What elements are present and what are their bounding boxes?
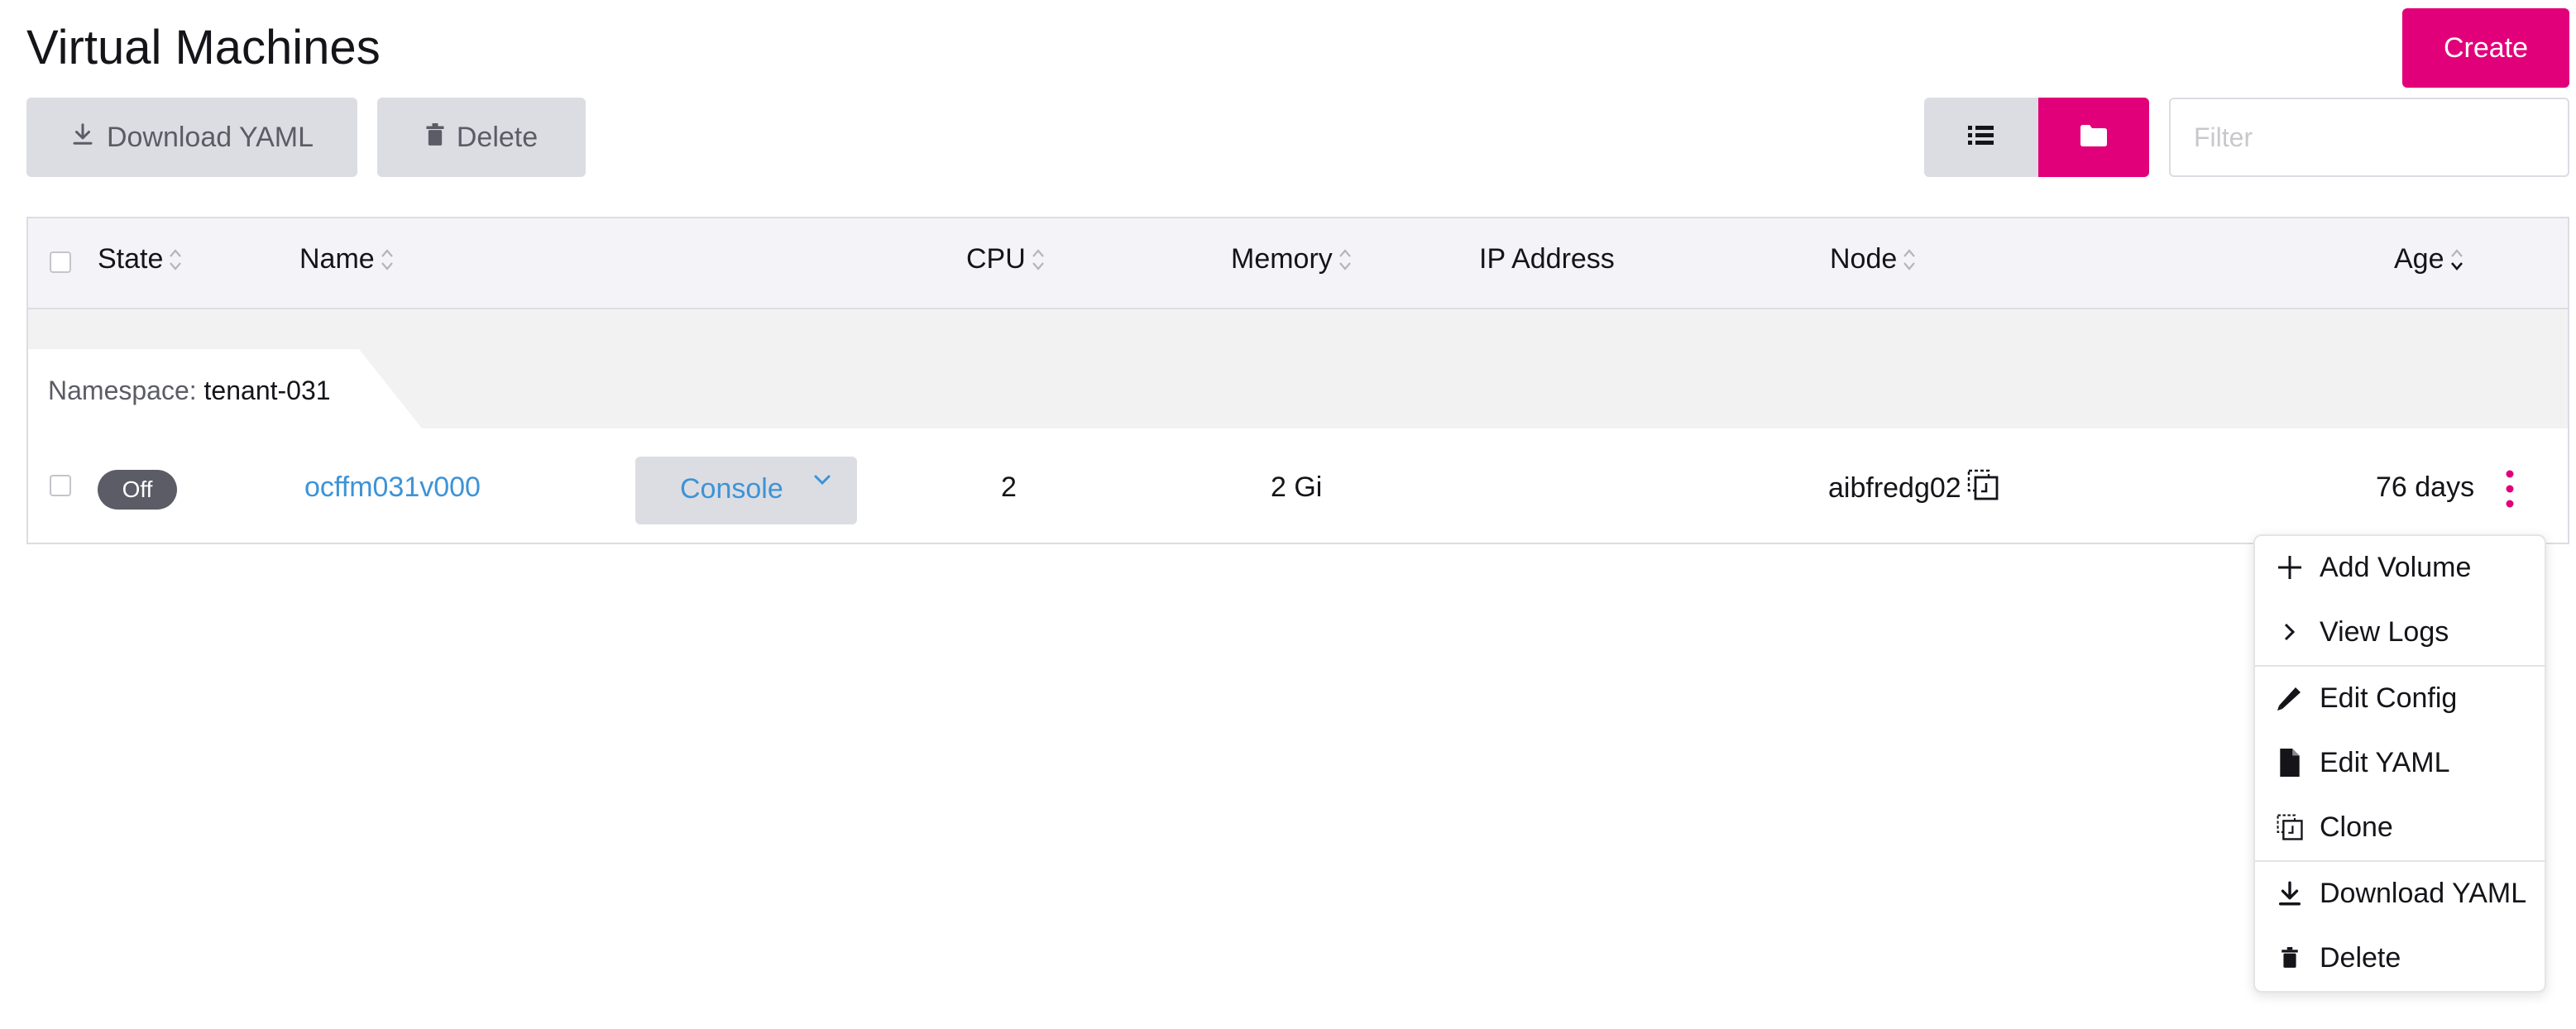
namespace-group-label: Namespace: tenant-031 bbox=[48, 376, 331, 406]
menu-item-download-yaml[interactable]: Download YAML bbox=[2275, 870, 2526, 917]
namespace-label: Namespace: bbox=[48, 376, 197, 405]
trash-icon bbox=[2275, 943, 2305, 973]
menu-item-view-logs[interactable]: View Logs bbox=[2275, 609, 2449, 655]
sort-icon bbox=[1903, 248, 1916, 270]
memory-value: 2 Gi bbox=[1271, 471, 1323, 503]
menu-item-label: Edit Config bbox=[2320, 682, 2458, 714]
menu-item-label: Download YAML bbox=[2320, 877, 2527, 909]
namespace-value: tenant-031 bbox=[203, 376, 331, 405]
list-icon bbox=[1968, 124, 1994, 151]
chevron-down-icon[interactable] bbox=[811, 467, 834, 499]
create-button[interactable]: Create bbox=[2402, 8, 2569, 88]
menu-item-label: Add Volume bbox=[2320, 551, 2472, 583]
folder-icon bbox=[2080, 124, 2107, 151]
delete-button[interactable]: Delete bbox=[377, 98, 586, 177]
table-header: State Name CPU Memory IP Address Node Ag… bbox=[28, 218, 2568, 309]
create-button-label: Create bbox=[2443, 31, 2529, 64]
menu-item-label: Clone bbox=[2320, 811, 2393, 843]
menu-divider bbox=[2255, 860, 2545, 862]
clone-icon bbox=[2275, 812, 2305, 842]
sort-desc-icon bbox=[2450, 248, 2463, 270]
file-icon bbox=[2275, 748, 2305, 778]
delete-label: Delete bbox=[456, 121, 539, 153]
column-header-node[interactable]: Node bbox=[1830, 243, 1917, 275]
list-view-toggle[interactable] bbox=[1924, 98, 2038, 177]
cpu-value: 2 bbox=[1001, 471, 1017, 503]
column-node-label: Node bbox=[1830, 243, 1898, 275]
console-button[interactable]: Console bbox=[635, 457, 857, 524]
column-header-name[interactable]: Name bbox=[299, 243, 395, 275]
console-label: Console bbox=[680, 473, 783, 505]
menu-item-edit-yaml[interactable]: Edit YAML bbox=[2275, 739, 2449, 786]
column-cpu-label: CPU bbox=[966, 243, 1026, 275]
column-header-cpu[interactable]: CPU bbox=[966, 243, 1046, 275]
page-title: Virtual Machines bbox=[26, 21, 381, 74]
namespace-group-band bbox=[28, 309, 2568, 428]
column-ip-label: IP Address bbox=[1479, 243, 1615, 275]
chevron-right-icon bbox=[2275, 617, 2305, 647]
menu-divider bbox=[2255, 665, 2545, 667]
menu-item-clone[interactable]: Clone bbox=[2275, 804, 2393, 850]
vm-table: State Name CPU Memory IP Address Node Ag… bbox=[26, 217, 2569, 544]
status-badge-label: Off bbox=[122, 476, 153, 502]
node-value: aibfredg02 bbox=[1828, 472, 1961, 504]
menu-item-label: View Logs bbox=[2320, 615, 2449, 648]
pencil-icon bbox=[2275, 683, 2305, 713]
table-row: Off ocffm031v000 Console 2 2 Gi aibfredg… bbox=[28, 430, 2568, 543]
row-actions-menu: Add Volume View Logs Edit Config Edit YA… bbox=[2253, 534, 2546, 993]
copy-icon[interactable] bbox=[1966, 468, 1999, 509]
download-yaml-button[interactable]: Download YAML bbox=[26, 98, 357, 177]
download-icon bbox=[70, 122, 95, 154]
status-badge: Off bbox=[98, 470, 177, 510]
menu-item-delete[interactable]: Delete bbox=[2275, 935, 2401, 981]
vm-name-link[interactable]: ocffm031v000 bbox=[304, 471, 481, 503]
plus-icon bbox=[2275, 553, 2305, 582]
column-state-label: State bbox=[98, 243, 164, 275]
sort-icon bbox=[1338, 248, 1351, 270]
column-header-age[interactable]: Age bbox=[2394, 243, 2464, 275]
sort-icon bbox=[170, 248, 182, 270]
column-header-memory[interactable]: Memory bbox=[1231, 243, 1353, 275]
column-header-state[interactable]: State bbox=[98, 243, 183, 275]
sort-icon bbox=[1032, 248, 1044, 270]
group-view-toggle[interactable] bbox=[2038, 98, 2149, 177]
node-cell: aibfredg02 bbox=[1828, 468, 1999, 509]
menu-item-label: Edit YAML bbox=[2320, 746, 2450, 778]
select-all-checkbox[interactable] bbox=[50, 251, 71, 273]
menu-item-label: Delete bbox=[2320, 941, 2401, 974]
download-yaml-label: Download YAML bbox=[106, 121, 314, 153]
menu-item-edit-config[interactable]: Edit Config bbox=[2275, 675, 2457, 721]
age-value: 76 days bbox=[2376, 471, 2475, 503]
column-name-label: Name bbox=[299, 243, 375, 275]
namespace-tab bbox=[28, 349, 422, 428]
download-icon bbox=[2275, 878, 2305, 908]
menu-item-add-volume[interactable]: Add Volume bbox=[2275, 544, 2471, 591]
kebab-menu-icon[interactable] bbox=[2502, 468, 2518, 510]
filter-input[interactable] bbox=[2169, 98, 2569, 177]
row-checkbox[interactable] bbox=[50, 475, 71, 496]
sort-icon bbox=[381, 248, 393, 270]
column-memory-label: Memory bbox=[1231, 243, 1333, 275]
column-header-ip: IP Address bbox=[1479, 243, 1615, 275]
column-age-label: Age bbox=[2394, 243, 2444, 275]
trash-icon bbox=[425, 122, 445, 154]
